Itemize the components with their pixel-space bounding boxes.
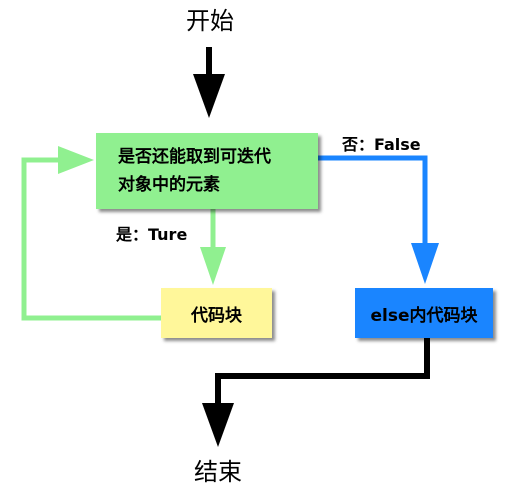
start-node: 开始 — [170, 2, 250, 35]
true-branch-label: 是：Ture — [116, 225, 188, 244]
loop-body-node: 代码块 — [161, 288, 272, 338]
loop-back-arrow-head — [58, 146, 94, 174]
else-body-label: else内代码块 — [370, 305, 478, 326]
end-arrow-path — [215, 338, 430, 418]
false-branch-label: 否：False — [342, 135, 421, 154]
start-label: 开始 — [186, 6, 234, 35]
end-label: 结束 — [194, 457, 242, 486]
condition-line-2: 对象中的元素 — [118, 175, 220, 195]
condition-line-1: 是否还能取到可迭代 — [118, 147, 271, 167]
false-arrow-path — [318, 155, 428, 258]
false-arrow-head — [411, 243, 439, 284]
loop-body-label: 代码块 — [191, 305, 242, 326]
end-arrow-head — [202, 403, 234, 447]
condition-node: 是否还能取到可迭代 对象中的元素 — [96, 133, 318, 209]
loop-back-path — [21, 157, 161, 321]
condition-text: 是否还能取到可迭代 对象中的元素 — [118, 143, 271, 199]
true-arrow-head — [200, 247, 226, 285]
else-body-node: else内代码块 — [355, 288, 493, 338]
start-arrow-head — [193, 74, 225, 118]
end-node: 结束 — [178, 452, 258, 486]
